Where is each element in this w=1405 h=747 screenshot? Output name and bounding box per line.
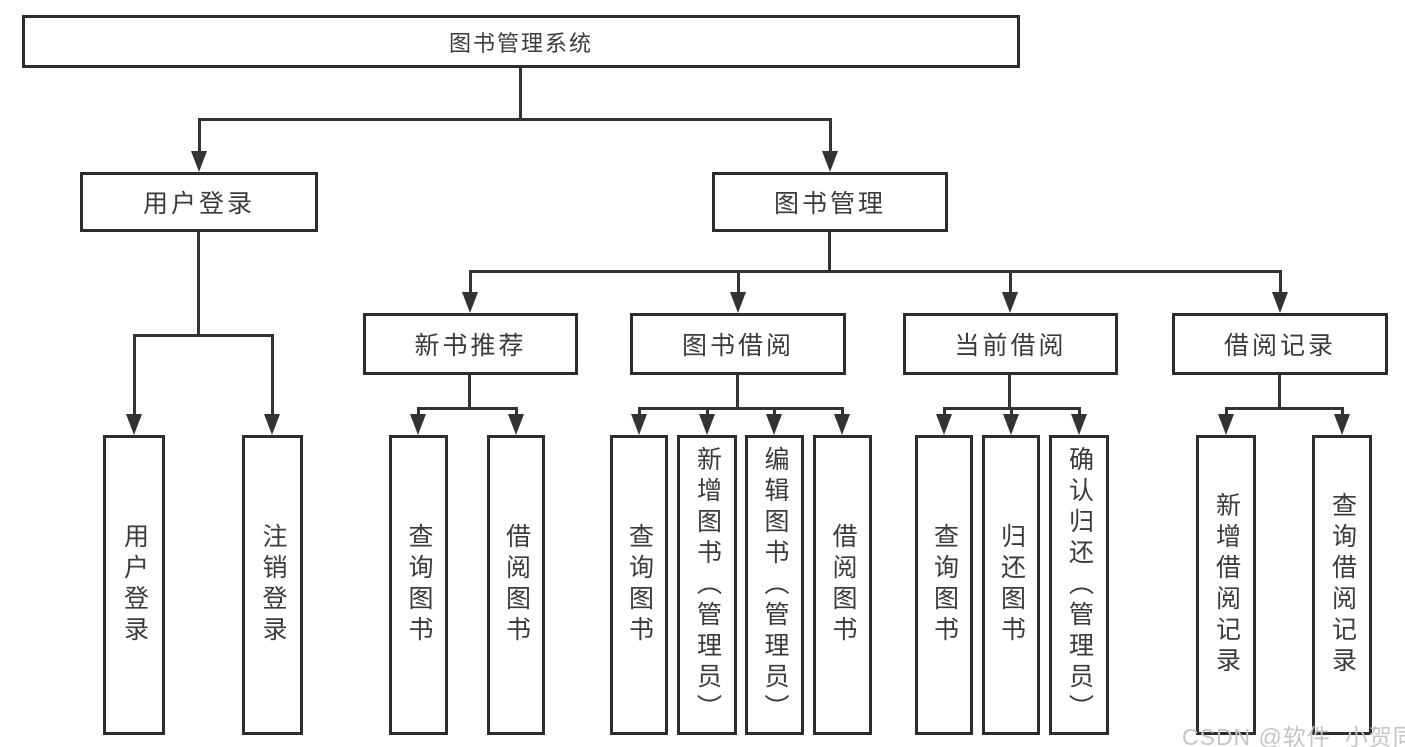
connector-nbr-stem xyxy=(468,375,471,409)
arrow-to-bb-add-books xyxy=(699,407,715,435)
node-book-borrowing: 图书借阅 xyxy=(630,313,846,375)
node-current-borrowing: 当前借阅 xyxy=(903,313,1118,375)
node-user-login: 用户登录 xyxy=(80,172,318,232)
connector-br-bar xyxy=(1225,407,1343,410)
arrow-to-book-borrowing xyxy=(730,270,746,313)
connector-bb-bar xyxy=(638,407,843,410)
arrow-to-cb-query-books xyxy=(936,407,952,435)
connector-root-stem xyxy=(519,68,522,121)
node-new-book-recommend: 新书推荐 xyxy=(363,313,578,375)
leaf-bb-query-books: 查询图书 xyxy=(610,435,668,735)
leaf-user-login: 用户登录 xyxy=(103,435,165,735)
node-borrowing-records: 借阅记录 xyxy=(1172,313,1388,375)
leaf-nbr-borrow-books: 借阅图书 xyxy=(487,435,545,735)
leaf-bb-edit-books-admin: 编辑图书（管理员） xyxy=(745,435,804,735)
connector-user-login-stem xyxy=(197,232,200,336)
leaf-logout: 注销登录 xyxy=(242,435,303,735)
leaf-bb-add-books-admin: 新增图书（管理员） xyxy=(677,435,737,735)
arrow-to-cb-confirm-return xyxy=(1071,407,1087,435)
leaf-bb-borrow-books: 借阅图书 xyxy=(813,435,872,735)
connector-user-login-bar xyxy=(133,334,273,337)
node-library-management-system: 图书管理系统 xyxy=(22,15,1020,68)
connector-cb-stem xyxy=(1008,375,1011,409)
leaf-cb-query-books: 查询图书 xyxy=(915,435,973,735)
connector-root-bar xyxy=(198,118,832,121)
arrow-to-bb-edit-books xyxy=(766,407,782,435)
arrow-to-nbr-borrow-books xyxy=(508,407,524,435)
connector-nbr-bar xyxy=(417,407,517,410)
arrow-to-nbr-query-books xyxy=(410,407,426,435)
arrow-to-br-query-record xyxy=(1334,407,1350,435)
arrow-to-user-login xyxy=(191,118,207,172)
arrow-to-leaf-logout xyxy=(264,334,280,435)
connector-book-management-stem xyxy=(828,232,831,272)
connector-bb-stem xyxy=(736,375,739,409)
leaf-nbr-query-books: 查询图书 xyxy=(389,435,448,735)
arrow-to-cb-return-books xyxy=(1003,407,1019,435)
arrow-to-br-add-record xyxy=(1218,407,1234,435)
leaf-br-add-record: 新增借阅记录 xyxy=(1196,435,1256,735)
arrow-to-new-book-recommend xyxy=(462,270,478,313)
arrow-to-borrowing-records xyxy=(1272,270,1288,313)
leaf-br-query-record: 查询借阅记录 xyxy=(1312,435,1372,735)
arrow-to-book-management xyxy=(822,118,838,172)
connector-book-management-bar xyxy=(469,270,1282,273)
node-book-management: 图书管理 xyxy=(712,172,948,232)
arrow-to-leaf-user-login xyxy=(126,334,142,435)
arrow-to-bb-borrow-books xyxy=(834,407,850,435)
arrow-to-current-borrowing xyxy=(1002,270,1018,313)
arrow-to-bb-query-books xyxy=(631,407,647,435)
leaf-cb-confirm-return-admin: 确认归还（管理员） xyxy=(1049,435,1109,735)
connector-br-stem xyxy=(1278,375,1281,409)
leaf-cb-return-books: 归还图书 xyxy=(982,435,1040,735)
watermark: CSDN @软件_小贺同学 xyxy=(1182,724,1405,747)
